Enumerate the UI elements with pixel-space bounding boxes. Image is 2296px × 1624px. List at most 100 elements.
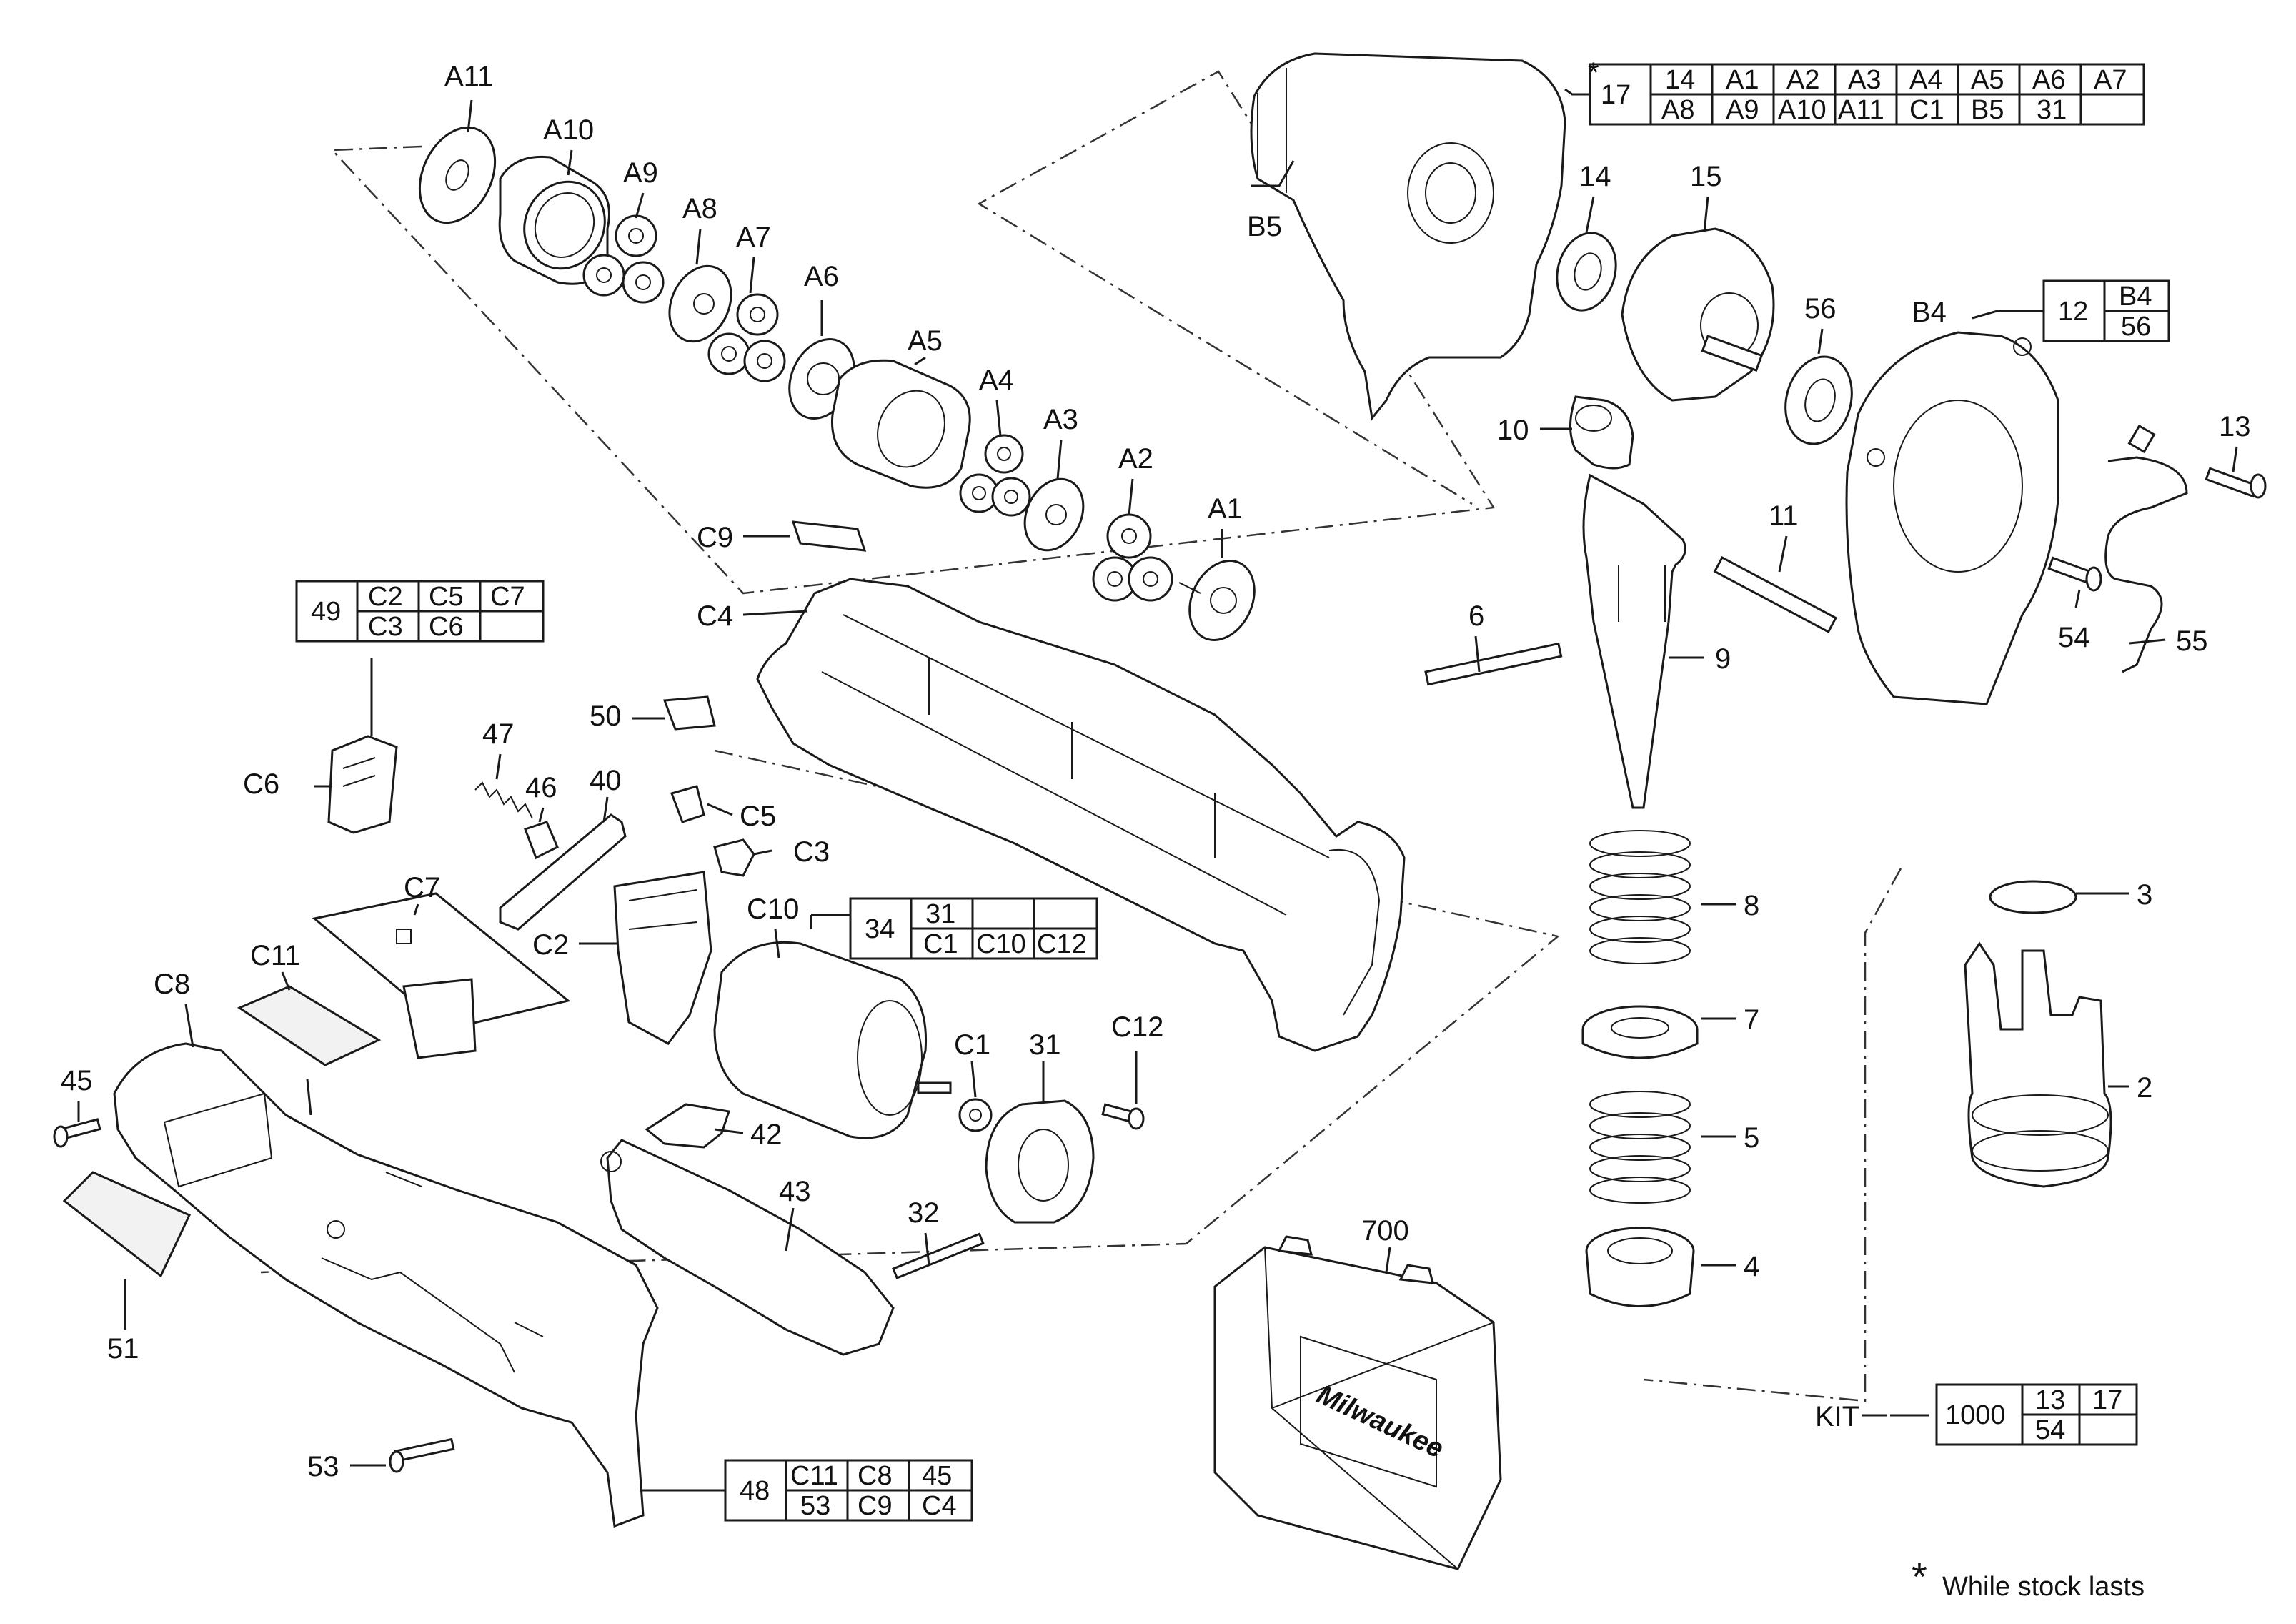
callout-c11: C11 [250, 940, 300, 971]
footnote-text: While stock lasts [1942, 1572, 2145, 1602]
callout-a5: A5 [908, 325, 943, 357]
callout-700: 700 [1361, 1215, 1409, 1247]
callout-a2: A2 [1118, 443, 1153, 475]
part-a9-planet-gears [582, 214, 665, 304]
callout-32: 32 [908, 1197, 940, 1229]
kit-48-cell: 53 [800, 1491, 830, 1521]
part-55-wire-loop [2104, 456, 2188, 673]
kit-48-cell: C9 [858, 1491, 893, 1521]
callout-5: 5 [1744, 1122, 1759, 1154]
callout-b4: B4 [1912, 297, 1947, 328]
part-a8-carrier [668, 264, 732, 343]
kit-table-34: 34 31 C1 C10 C12 [849, 897, 1098, 960]
callout-a4: A4 [979, 365, 1014, 396]
kit-1000-main: 1000 [1945, 1400, 2006, 1430]
part-32-pin [892, 1232, 985, 1279]
kit-17-cell: 14 [1665, 65, 1695, 95]
kit-table-48: 48 C11 C8 45 53 C9 C4 [724, 1459, 973, 1522]
callout-c7: C7 [404, 872, 440, 903]
part-5-spring [1589, 1091, 1691, 1204]
callout-56: 56 [1804, 293, 1837, 325]
callout-15: 15 [1690, 161, 1722, 192]
gearbox-group-outline [330, 70, 1496, 595]
part-6-pin [1424, 642, 1563, 686]
part-31-motor-plate [985, 1099, 1095, 1224]
callout-4: 4 [1744, 1251, 1759, 1282]
callout-kit: KIT [1815, 1401, 1859, 1432]
callout-c5: C5 [740, 801, 776, 832]
part-9-anvil [1582, 473, 1686, 809]
kit-49-cell: C2 [368, 582, 403, 612]
kit-48-main: 48 [740, 1476, 770, 1506]
kit-table-1000: 1000 13 17 54 [1935, 1383, 2138, 1446]
part-c9-label [791, 520, 867, 552]
callout-c12: C12 [1111, 1011, 1163, 1043]
callout-b5: B5 [1247, 211, 1282, 242]
part-c4-housing-half [756, 578, 1406, 1052]
kit-17-cell: A3 [1848, 65, 1881, 95]
part-a11-washer [418, 126, 497, 224]
part-8-spring [1589, 830, 1691, 964]
kit-49-main: 49 [311, 597, 341, 627]
callout-6: 6 [1468, 600, 1484, 632]
kit-49-cell: C7 [490, 582, 525, 612]
callout-c2: C2 [532, 929, 569, 961]
callout-40: 40 [590, 765, 622, 796]
callout-14: 14 [1579, 161, 1611, 192]
part-a1-carrier [1178, 560, 1256, 641]
callout-a6: A6 [804, 261, 839, 292]
kit-12-main: 12 [2058, 297, 2088, 327]
part-53-screw [389, 1437, 455, 1473]
callout-a11: A11 [444, 61, 493, 92]
callout-a3: A3 [1043, 404, 1078, 435]
kit-1000-cell: 54 [2035, 1415, 2065, 1445]
callout-47: 47 [482, 718, 515, 750]
kit-17-cell: A2 [1786, 65, 1819, 95]
callout-46: 46 [525, 772, 557, 803]
callout-53: 53 [307, 1451, 339, 1482]
kit-12-cell: B4 [2119, 282, 2152, 312]
callout-50: 50 [590, 700, 622, 732]
kit-34-cell: C1 [923, 929, 958, 959]
callout-42: 42 [750, 1119, 782, 1150]
kit-49-cell: C5 [429, 582, 464, 612]
callout-7: 7 [1744, 1004, 1759, 1036]
kit-17-cell: A7 [2094, 65, 2127, 95]
part-2-chuck-sleeve [1964, 941, 2112, 1188]
kit-17-cell: B5 [1971, 95, 2004, 125]
part-10-bushing [1569, 395, 1634, 470]
part-c2-trigger-switch [613, 871, 712, 1045]
part-51-label [62, 1171, 192, 1278]
callout-labels: A11 A10 A9 A8 A7 A6 A5 A4 A3 A2 A1 B5 14… [61, 61, 2251, 1482]
callout-55: 55 [2176, 625, 2208, 657]
callout-9: 9 [1715, 643, 1731, 675]
kit-1000-cell: 13 [2035, 1385, 2065, 1415]
part-11-pin [1713, 555, 1837, 633]
kit-17-cell: C1 [1909, 95, 1944, 125]
callout-c6: C6 [243, 768, 279, 800]
kit-17-cell: 31 [2037, 95, 2067, 125]
part-c3-actuator [713, 838, 755, 877]
callout-c9: C9 [697, 522, 733, 553]
callout-a7: A7 [736, 222, 771, 253]
callout-a10: A10 [543, 114, 594, 146]
callout-c1: C1 [954, 1029, 990, 1061]
part-a5-ring-gear [830, 359, 971, 489]
callout-13: 13 [2219, 411, 2251, 442]
kit-17-cell: A4 [1909, 65, 1942, 95]
part-c12-screw [1101, 1103, 1145, 1130]
kit-17-main: 17 [1601, 80, 1631, 110]
part-c1-pinion [958, 1098, 993, 1132]
part-3-o-ring [1989, 880, 2077, 914]
part-a2-planet-gears [1092, 513, 1173, 602]
part-b4-cover [1845, 331, 2059, 705]
kit-17-cell: A9 [1726, 95, 1759, 125]
kit-48-cell: C11 [790, 1461, 838, 1491]
callout-c8: C8 [154, 969, 190, 1000]
kit-48-cell: C4 [922, 1491, 957, 1521]
part-13-screws [2127, 424, 2267, 499]
part-56-bearing [1784, 355, 1853, 445]
part-c10-motor [713, 941, 952, 1139]
part-b5-gear-housing [1250, 52, 1566, 421]
